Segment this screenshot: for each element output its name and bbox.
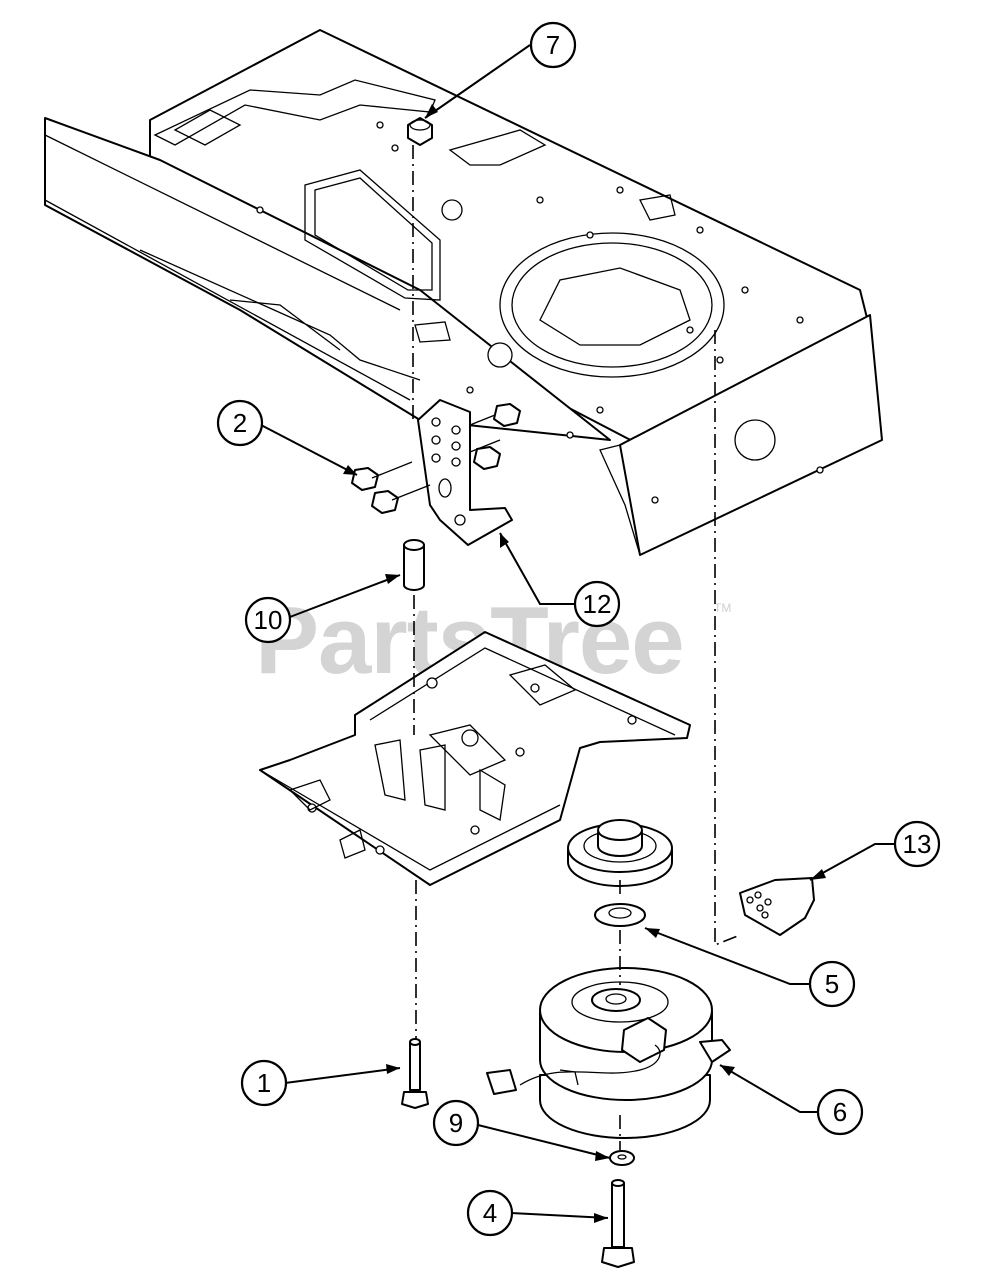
- callout-6-label: 6: [833, 1097, 847, 1127]
- pulley: [567, 819, 673, 887]
- callout-13-label: 13: [903, 829, 932, 859]
- washer-9: [609, 1150, 635, 1166]
- spacer-10: [403, 539, 425, 591]
- callout-6: 6: [816, 1088, 864, 1136]
- callout-2-label: 2: [233, 408, 247, 438]
- callout-7-label: 7: [546, 30, 560, 60]
- leader-lines: [260, 44, 895, 1223]
- bolt-1: [401, 1038, 429, 1109]
- callout-4-label: 4: [483, 1198, 497, 1228]
- bolt-4: [601, 1179, 635, 1268]
- bolts-2: [351, 403, 521, 514]
- callout-9-label: 9: [449, 1108, 463, 1138]
- callout-9: 9: [432, 1099, 480, 1147]
- callout-13: 13: [893, 820, 941, 868]
- alignment-lines: [412, 145, 741, 1150]
- bracket-12: [417, 399, 513, 546]
- nut-7: [407, 117, 433, 146]
- callout-5: 5: [808, 960, 856, 1008]
- callout-1: 1: [240, 1059, 288, 1107]
- callout-4: 4: [466, 1189, 514, 1237]
- callout-12-label: 12: [583, 589, 612, 619]
- callout-5-label: 5: [825, 969, 839, 999]
- callout-12: 12: [573, 580, 621, 628]
- callout-10-label: 10: [254, 605, 283, 635]
- callout-7: 7: [529, 21, 577, 69]
- bracket-13: [739, 877, 815, 936]
- electric-clutch-6: [486, 967, 731, 1139]
- callout-2: 2: [216, 399, 264, 447]
- lower-plate: [259, 631, 691, 886]
- washer-5: [594, 903, 646, 927]
- frame-assembly: [44, 29, 883, 556]
- watermark-trademark: TM: [714, 601, 731, 615]
- callout-1-label: 1: [257, 1068, 271, 1098]
- callout-10: 10: [244, 596, 292, 644]
